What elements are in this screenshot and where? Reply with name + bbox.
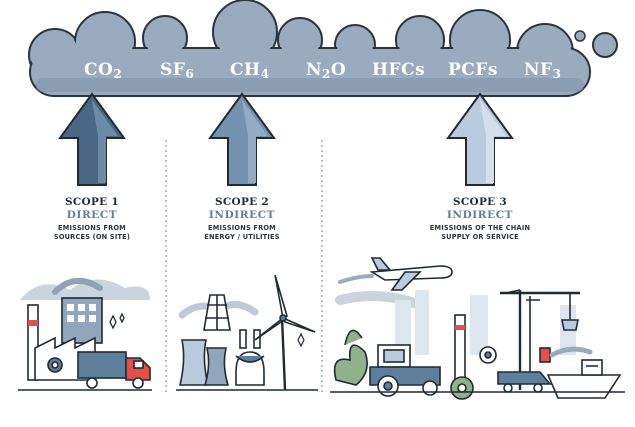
tiny-cloud-puff (574, 30, 586, 42)
gas-label-nf3: NF3 (524, 60, 562, 81)
scope2-arrow (208, 92, 276, 186)
scope1-desc-line2: SOURCES (ON SITE) (53, 233, 131, 241)
gas-label-n2o: N2O (306, 60, 347, 81)
scope2-label-block: SCOPE 2 INDIRECT EMISSIONS FROM ENERGY /… (150, 196, 334, 242)
scope3-label-block: SCOPE 3 INDIRECT EMISSIONS OF THE CHAIN … (385, 196, 575, 242)
scope1-label-block: SCOPE 1 DIRECT EMISSIONS FROM SOURCES (O… (0, 196, 184, 242)
supply-chain-scene (330, 257, 625, 400)
scope1-subtitle: DIRECT (66, 209, 118, 221)
scope2-desc-line2: ENERGY / UTILITIES (204, 233, 280, 241)
scope1-title: SCOPE 1 (64, 196, 120, 208)
cloud-shade (36, 78, 584, 92)
scope3-subtitle: INDIRECT (446, 209, 514, 221)
gas-label-hfcs: HFCs (372, 60, 426, 80)
gas-label-sf6: SF6 (160, 60, 195, 81)
gas-label-pcfs: PCFs (448, 60, 498, 80)
scope2-desc-line1: EMISSIONS FROM (208, 224, 276, 232)
energy-scene (176, 274, 318, 391)
scope3-arrow (446, 92, 514, 186)
sparkle-icon (109, 312, 125, 330)
small-cloud-puff (592, 32, 618, 58)
scope2-title: SCOPE 2 (214, 196, 270, 208)
gas-label-co2: CO2 (84, 60, 123, 81)
scope1-desc-line1: EMISSIONS FROM (58, 224, 126, 232)
scope3-title: SCOPE 3 (452, 196, 508, 208)
factory-scene (18, 278, 152, 391)
scope2-subtitle: INDIRECT (208, 209, 276, 221)
gas-label-ch4: CH4 (230, 60, 270, 81)
energy-sparkle-icon (297, 332, 305, 348)
scope3-desc-line2: SUPPLY OR SERVICE (441, 233, 519, 241)
scope1-arrow (58, 92, 126, 186)
scope3-desc-line1: EMISSIONS OF THE CHAIN (429, 224, 531, 232)
